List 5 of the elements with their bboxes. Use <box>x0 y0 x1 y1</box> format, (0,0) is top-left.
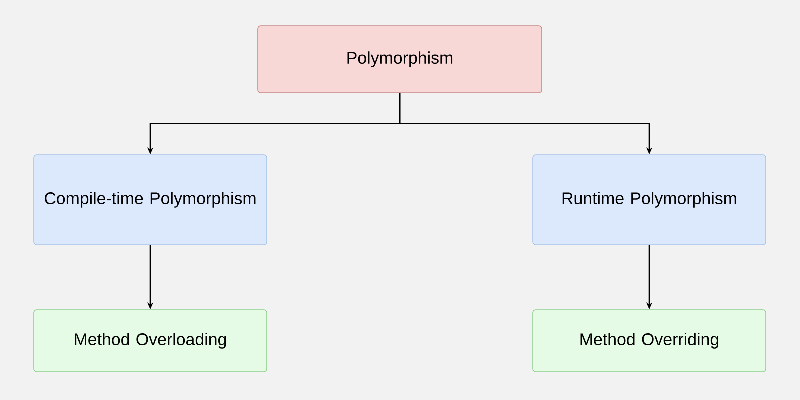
category-box: Compile-time Polymorphism <box>34 154 268 246</box>
category-box: Runtime Polymorphism <box>532 154 766 246</box>
leaf-box: Method Overloading <box>34 310 268 372</box>
root-box: Polymorphism <box>258 26 542 94</box>
leaf-box: Method Overriding <box>532 310 766 372</box>
